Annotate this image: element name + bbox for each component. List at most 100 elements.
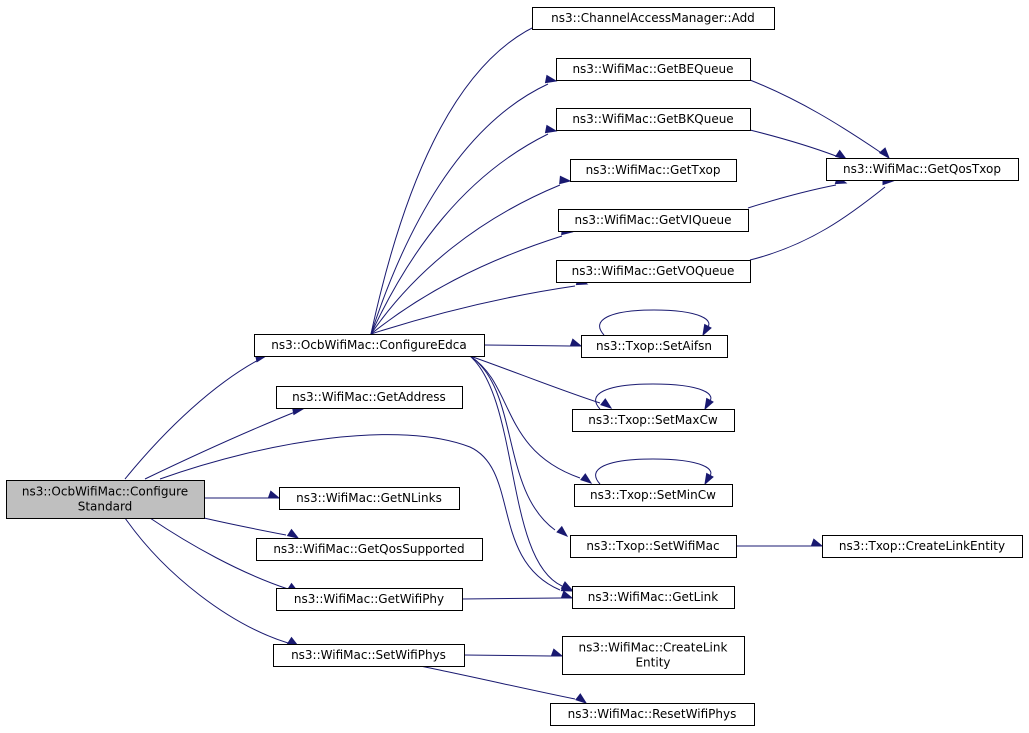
node-label: ns3::Txop::CreateLinkEntity (839, 539, 1005, 553)
edge-arrowhead (810, 538, 824, 547)
node-box[interactable] (556, 58, 751, 81)
edge-configure_edca-to-set_min_cw (469, 355, 593, 484)
node-get-address[interactable]: ns3::WifiMac::GetAddress (276, 386, 463, 409)
node-label: ns3::WifiMac::GetVIQueue (574, 213, 731, 227)
node-box[interactable] (826, 158, 1019, 181)
node-box[interactable] (276, 386, 463, 409)
node-set-aifsn[interactable]: ns3::Txop::SetAifsn (581, 335, 728, 358)
node-box[interactable] (558, 209, 749, 232)
node-get-vi-queue[interactable]: ns3::WifiMac::GetVIQueue (558, 209, 749, 232)
edge-line (370, 133, 549, 335)
node-get-be-queue[interactable]: ns3::WifiMac::GetBEQueue (556, 58, 751, 81)
node-box[interactable] (556, 260, 751, 283)
node-box[interactable] (570, 535, 737, 558)
node-get-txop[interactable]: ns3::WifiMac::GetTxop (570, 159, 737, 182)
node-box[interactable] (256, 538, 483, 561)
edge-line (463, 654, 552, 657)
node-label: ns3::WifiMac::GetAddress (292, 390, 446, 404)
node-label: ns3::Txop::SetAifsn (596, 339, 712, 353)
node-get-vo-queue[interactable]: ns3::WifiMac::GetVOQueue (556, 260, 751, 283)
node-box[interactable] (556, 108, 751, 131)
node-get-bk-queue[interactable]: ns3::WifiMac::GetBKQueue (556, 108, 751, 131)
node-box[interactable] (273, 644, 465, 667)
node-label: ns3::WifiMac::GetQosSupported (273, 542, 464, 556)
edge-arrowhead (878, 147, 890, 160)
edge-configure_standard-to-get_qos_supported (203, 517, 300, 539)
node-label: ns3::WifiMac::GetQosTxop (843, 162, 1001, 176)
edge-arrowhead (556, 525, 569, 537)
node-set-min-cw[interactable]: ns3::Txop::SetMinCw (574, 484, 733, 507)
node-box[interactable] (572, 409, 735, 432)
node-label: ns3::WifiMac::GetWifiPhy (294, 592, 444, 606)
edge-get_be_queue-to-get_qos_txop (749, 79, 890, 160)
node-label: Standard (78, 500, 133, 514)
edge-get_bk_queue-to-get_qos_txop (749, 129, 848, 160)
node-create-link-entity-mac[interactable]: ns3::WifiMac::CreateLinkEntity (562, 636, 745, 675)
edge-line (370, 235, 563, 335)
node-label: ns3::ChannelAccessManager::Add (551, 11, 755, 25)
edge-configure_standard-to-set_wifi_phys (124, 517, 300, 647)
node-box[interactable] (279, 487, 460, 510)
edge-configure_standard-to-configure_edca (124, 354, 268, 480)
node-box[interactable] (6, 480, 205, 519)
edge-configure_edca-to-set_wifi_mac (469, 355, 569, 537)
node-box[interactable] (581, 335, 728, 358)
node-get-qos-txop[interactable]: ns3::WifiMac::GetQosTxop (826, 158, 1019, 181)
edge-line (203, 517, 287, 536)
node-get-nlinks[interactable]: ns3::WifiMac::GetNLinks (279, 487, 460, 510)
edge-get_wifi_phy-to-get_link (461, 590, 574, 600)
node-box[interactable] (254, 334, 485, 357)
edge-line (469, 355, 581, 479)
edge-arrowhead (544, 74, 558, 84)
node-label: ns3::Txop::SetWifiMac (586, 539, 719, 553)
node-box[interactable] (562, 636, 745, 675)
node-label: ns3::WifiMac::GetBEQueue (572, 62, 733, 76)
node-set-wifi-mac[interactable]: ns3::Txop::SetWifiMac (570, 535, 737, 558)
node-box[interactable] (570, 159, 737, 182)
edge-set_min_cw-to-set_min_cw (595, 458, 714, 486)
edge-line (599, 309, 710, 336)
edge-configure_edca-to-cam_add (370, 12, 558, 335)
edge-line (370, 21, 546, 335)
node-box[interactable] (574, 484, 733, 507)
node-cam-add[interactable]: ns3::ChannelAccessManager::Add (532, 7, 775, 30)
edge-configure_edca-to-get_vi_queue (370, 226, 574, 335)
node-box[interactable] (532, 7, 775, 30)
node-reset-wifi-phys[interactable]: ns3::WifiMac::ResetWifiPhys (550, 703, 755, 726)
node-label: ns3::WifiMac::GetLink (588, 590, 718, 604)
node-configure-edca[interactable]: ns3::OcbWifiMac::ConfigureEdca (254, 334, 485, 357)
edge-arrowhead (704, 397, 714, 411)
edge-line (483, 344, 571, 347)
edge-configure_standard-to-get_nlinks (204, 490, 281, 499)
edge-arrowhead (560, 581, 574, 591)
node-label: ns3::WifiMac::GetNLinks (296, 491, 442, 505)
node-label: ns3::Txop::SetMinCw (590, 488, 716, 502)
node-set-max-cw[interactable]: ns3::Txop::SetMaxCw (572, 409, 735, 432)
edge-arrowhead (286, 528, 300, 539)
node-box[interactable] (276, 588, 463, 611)
edge-arrowhead (569, 338, 583, 347)
edge-line (370, 184, 561, 335)
edge-line (159, 434, 561, 591)
node-get-link[interactable]: ns3::WifiMac::GetLink (572, 586, 735, 609)
node-label: ns3::WifiMac::CreateLink (579, 641, 728, 655)
edge-arrowhead (550, 648, 564, 657)
node-box[interactable] (822, 535, 1023, 558)
node-txop-create-link-entity[interactable]: ns3::Txop::CreateLinkEntity (822, 535, 1023, 558)
edge-arrowhead (834, 149, 848, 160)
edge-line (469, 355, 563, 587)
edge-line (370, 285, 576, 335)
edge-configure_edca-to-get_link (469, 355, 574, 591)
node-label: Entity (635, 656, 670, 670)
node-get-wifi-phy[interactable]: ns3::WifiMac::GetWifiPhy (276, 588, 463, 611)
node-box[interactable] (550, 703, 755, 726)
node-box[interactable] (572, 586, 735, 609)
node-set-wifi-phys[interactable]: ns3::WifiMac::SetWifiPhys (273, 644, 465, 667)
edge-configure_edca-to-set_max_cw (469, 355, 613, 409)
edge-line (749, 79, 881, 153)
node-get-qos-supported[interactable]: ns3::WifiMac::GetQosSupported (256, 538, 483, 561)
node-label: ns3::WifiMac::SetWifiPhys (291, 648, 446, 662)
